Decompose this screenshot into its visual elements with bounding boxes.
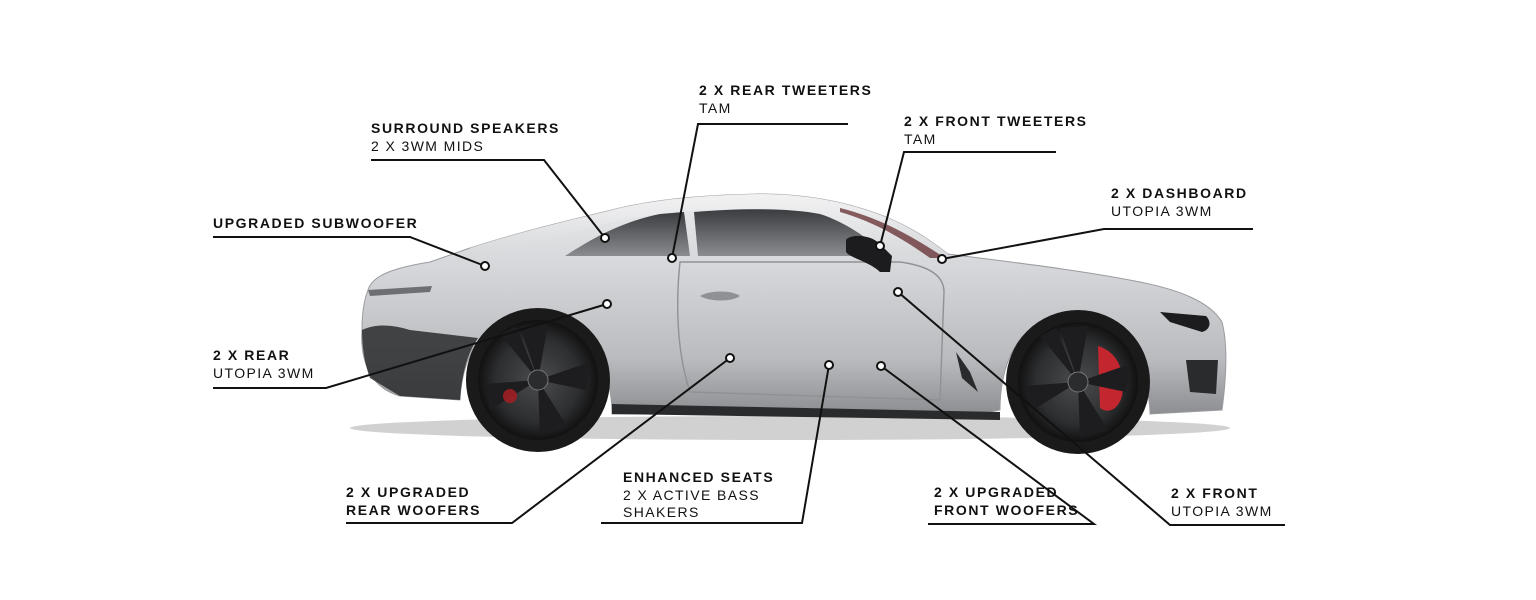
callout-subtitle: 2 X ACTIVE BASS	[623, 486, 760, 503]
car-rear-bumper	[362, 325, 478, 400]
callout-rear-tweeters: 2 X REAR TWEETERS TAM	[699, 82, 872, 117]
callout-front-tweeters: 2 X FRONT TWEETERS TAM	[904, 113, 1088, 148]
speaker-point-dashboard	[937, 254, 947, 264]
callout-title: ENHANCED SEATS	[623, 469, 775, 485]
front-wheel	[1006, 310, 1150, 454]
callout-title: 2 X FRONT	[1171, 485, 1259, 501]
callout-subtitle: UTOPIA 3WM	[213, 364, 315, 381]
car-side-vent	[956, 352, 978, 392]
callout-title: 2 X REAR	[213, 347, 291, 363]
callout-title: UPGRADED SUBWOOFER	[213, 215, 419, 231]
speaker-point-rear-tweeters	[667, 253, 677, 263]
callout-dashboard: 2 X DASHBOARD UTOPIA 3WM	[1111, 185, 1248, 220]
speaker-point-front-woofers	[876, 361, 886, 371]
callout-leaders	[213, 123, 1285, 526]
car-door-line	[677, 261, 945, 401]
callout-title: SURROUND SPEAKERS	[371, 120, 560, 136]
callout-front-utopia: 2 X FRONT UTOPIA 3WM	[1171, 485, 1273, 520]
callout-front-woofers: 2 X UPGRADED FRONT WOOFERS	[934, 484, 1079, 519]
speaker-point-surround-speakers	[600, 233, 610, 243]
speaker-point-rear-utopia	[602, 299, 612, 309]
speaker-point-enhanced-seats	[824, 360, 834, 370]
leader-line-rear-utopia	[213, 303, 608, 389]
car-door-handle	[700, 291, 740, 301]
callout-subtitle: REAR WOOFERS	[346, 501, 482, 518]
car-window-front	[694, 209, 888, 256]
callout-subtitle: UTOPIA 3WM	[1111, 202, 1213, 219]
car-side-skirt	[612, 404, 1000, 420]
car-headlight	[1160, 312, 1210, 332]
leader-line-front-utopia	[897, 291, 1285, 526]
car-window-rear	[565, 212, 690, 256]
callout-title: 2 X DASHBOARD	[1111, 185, 1248, 201]
speaker-point-rear-woofers	[725, 353, 735, 363]
speaker-point-front-tweeters	[875, 241, 885, 251]
car-roof	[470, 194, 948, 258]
callout-rear-woofers: 2 X UPGRADED REAR WOOFERS	[346, 484, 481, 519]
callout-subtitle-2: SHAKERS	[623, 504, 700, 520]
callout-surround-speakers: SURROUND SPEAKERS 2 X 3WM MIDS	[371, 120, 560, 155]
callout-enhanced-seats: ENHANCED SEATS 2 X ACTIVE BASS SHAKERS	[623, 469, 774, 522]
leader-line-subwoofer	[213, 236, 486, 267]
leader-line-surround-speakers	[371, 159, 606, 239]
callout-subtitle: UTOPIA 3WM	[1171, 502, 1273, 519]
leader-line-enhanced-seats	[601, 364, 830, 524]
leader-line-rear-tweeters	[671, 123, 848, 259]
callout-title: 2 X FRONT TWEETERS	[904, 113, 1088, 129]
callout-subtitle: TAM	[699, 99, 732, 116]
car-taillight	[368, 286, 432, 296]
leader-line-front-tweeters	[879, 151, 1056, 247]
speaker-point-subwoofer	[480, 261, 490, 271]
callout-subtitle: TAM	[904, 130, 937, 147]
leader-line-rear-woofers	[346, 357, 731, 524]
callout-subtitle: 2 X 3WM MIDS	[371, 137, 485, 154]
callout-title: 2 X REAR TWEETERS	[699, 82, 873, 98]
callout-title: 2 X UPGRADED	[346, 484, 471, 500]
leader-line-front-woofers	[880, 365, 1098, 525]
car-windshield	[840, 208, 945, 258]
callout-title: 2 X UPGRADED	[934, 484, 1059, 500]
speaker-point-front-utopia	[893, 287, 903, 297]
callout-subwoofer: UPGRADED SUBWOOFER	[213, 215, 418, 233]
car-front-intake	[1186, 360, 1218, 394]
rear-wheel	[466, 308, 610, 452]
callout-rear-utopia: 2 X REAR UTOPIA 3WM	[213, 347, 315, 382]
callout-subtitle: FRONT WOOFERS	[934, 501, 1080, 518]
leader-line-dashboard	[941, 228, 1253, 260]
